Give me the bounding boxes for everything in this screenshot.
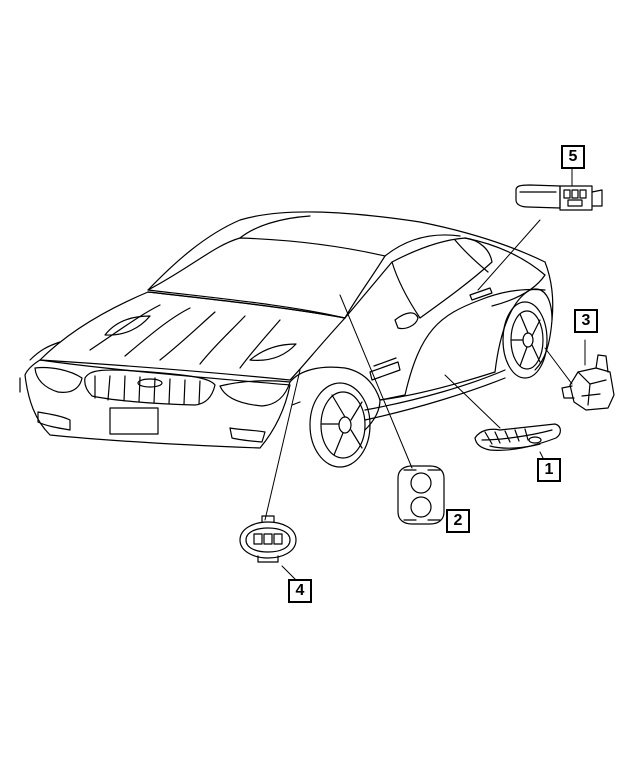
door: [380, 289, 545, 400]
part-4-illustration: [240, 516, 296, 562]
front-wheel: [310, 383, 370, 467]
headlight-left: [35, 367, 82, 392]
callout-1: 1: [537, 458, 561, 482]
callout-5: 5: [561, 145, 585, 169]
leader-4: [265, 370, 300, 520]
leader-4b: [282, 566, 296, 580]
part-3-illustration: [562, 355, 614, 410]
leader-2: [340, 295, 412, 468]
side-window: [392, 238, 492, 318]
leader-5: [478, 220, 540, 290]
leader-lines: [265, 168, 585, 580]
rear-wheel: [503, 302, 547, 378]
grille: [85, 370, 215, 405]
side-mirror: [395, 313, 418, 329]
callout-3: 3: [574, 309, 598, 333]
leader-1: [445, 375, 500, 428]
part-5-illustration: [516, 185, 602, 210]
hood: [40, 292, 345, 380]
callout-2: 2: [446, 509, 470, 533]
leader-3b: [545, 348, 572, 384]
front-bumper: [25, 360, 290, 448]
part-2-illustration: [398, 466, 444, 524]
car-illustration: [20, 212, 553, 467]
part-1-illustration: [475, 424, 560, 450]
license-plate: [110, 408, 158, 434]
callout-4: 4: [288, 579, 312, 603]
headlight-right: [220, 381, 290, 406]
